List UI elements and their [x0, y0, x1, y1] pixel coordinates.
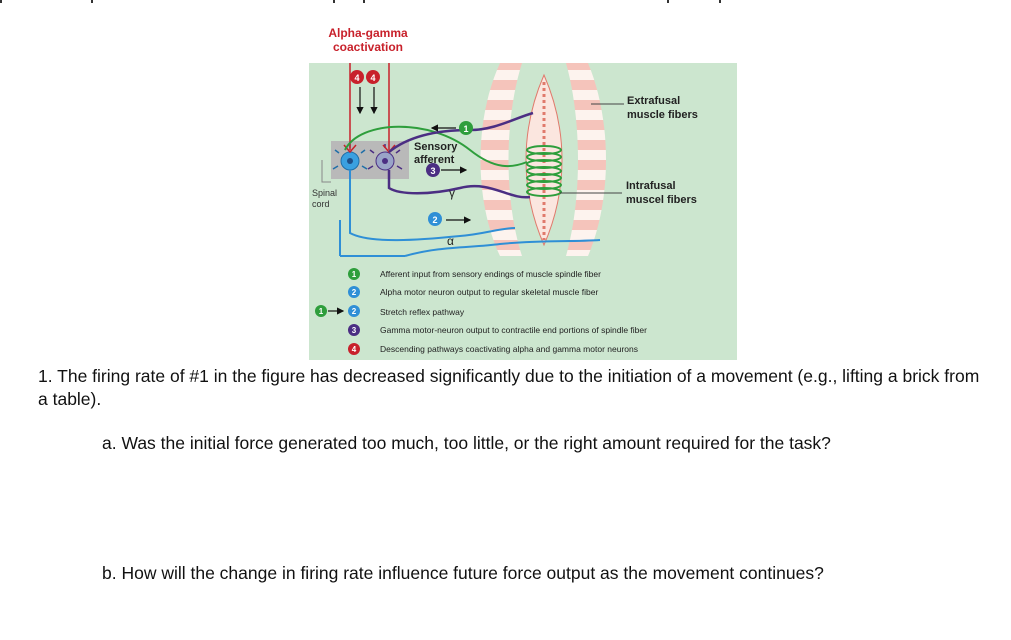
legend: 1 Afferent input from sensory endings of…: [315, 268, 647, 355]
svg-text:3: 3: [352, 326, 357, 335]
figure-title-line2: coactivation: [333, 40, 403, 54]
extrafusal-fiber-right: [566, 63, 606, 256]
svg-text:2: 2: [352, 288, 357, 297]
legend-item: 4 Descending pathways coactivating alpha…: [348, 343, 638, 355]
svg-text:4: 4: [370, 73, 375, 83]
descending-arrows: [356, 87, 378, 115]
svg-text:1: 1: [463, 124, 468, 134]
sensory-label-1: Sensory: [414, 141, 458, 153]
svg-text:Gamma motor-neuron output to c: Gamma motor-neuron output to contractile…: [380, 325, 647, 335]
gamma-efferent-path: [387, 170, 531, 199]
svg-text:Afferent input from sensory en: Afferent input from sensory endings of m…: [380, 269, 601, 279]
cropped-header-remnant: [0, 0, 721, 3]
intrafusal-label-1: Intrafusal: [626, 180, 676, 192]
svg-text:Descending pathways coactivati: Descending pathways coactivating alpha a…: [380, 344, 638, 354]
marker-4a: 4: [350, 70, 364, 84]
muscle-spindle-figure: Alpha-gamma coactivation Spinal cord: [0, 0, 737, 360]
figure-title-line1: Alpha-gamma: [328, 26, 408, 40]
marker-1-diagram: 1: [459, 121, 473, 135]
svg-text:Stretch reflex pathway: Stretch reflex pathway: [380, 307, 465, 317]
legend-item: 1 Afferent input from sensory endings of…: [348, 268, 601, 280]
legend-item: 2 Alpha motor neuron output to regular s…: [348, 286, 598, 298]
marker-4b: 4: [366, 70, 380, 84]
alpha-symbol: α: [447, 234, 454, 248]
alpha-efferent-path: [349, 170, 516, 242]
svg-text:3: 3: [430, 166, 435, 176]
intrafusal-label-2: muscel fibers: [626, 194, 697, 206]
legend-item: 1 2 Stretch reflex pathway: [315, 305, 465, 317]
marker-2-diagram: 2: [428, 212, 442, 226]
direction-arrows: [430, 124, 472, 224]
spinal-cord-label-1: Spinal: [312, 188, 337, 198]
spinal-cord-label-2: cord: [312, 199, 330, 209]
sensory-afferent-path: [344, 125, 528, 168]
svg-text:2: 2: [352, 307, 357, 316]
sensory-coil: [526, 145, 562, 197]
extrafusal-label-2: muscle fibers: [627, 109, 698, 121]
svg-text:1: 1: [352, 270, 357, 279]
svg-text:4: 4: [354, 73, 359, 83]
gamma-motor-neuron: [367, 144, 403, 171]
sensory-label-2: afferent: [414, 154, 455, 166]
question-1: 1. The firing rate of #1 in the figure h…: [38, 366, 980, 409]
svg-text:Alpha motor neuron output to r: Alpha motor neuron output to regular ske…: [380, 287, 598, 297]
extrafusal-label-1: Extrafusal: [627, 95, 680, 107]
figure-background: [309, 63, 737, 360]
extrafusal-fiber-left: [480, 63, 522, 256]
gamma-symbol: γ: [449, 186, 455, 200]
svg-text:4: 4: [352, 345, 357, 354]
svg-text:1: 1: [319, 307, 324, 316]
svg-text:2: 2: [432, 215, 437, 225]
marker-3-diagram: 3: [426, 163, 440, 177]
legend-item: 3 Gamma motor-neuron output to contracti…: [348, 324, 647, 336]
question-1b: b. How will the change in firing rate in…: [102, 563, 824, 583]
question-1a: a. Was the initial force generated too m…: [102, 433, 831, 453]
